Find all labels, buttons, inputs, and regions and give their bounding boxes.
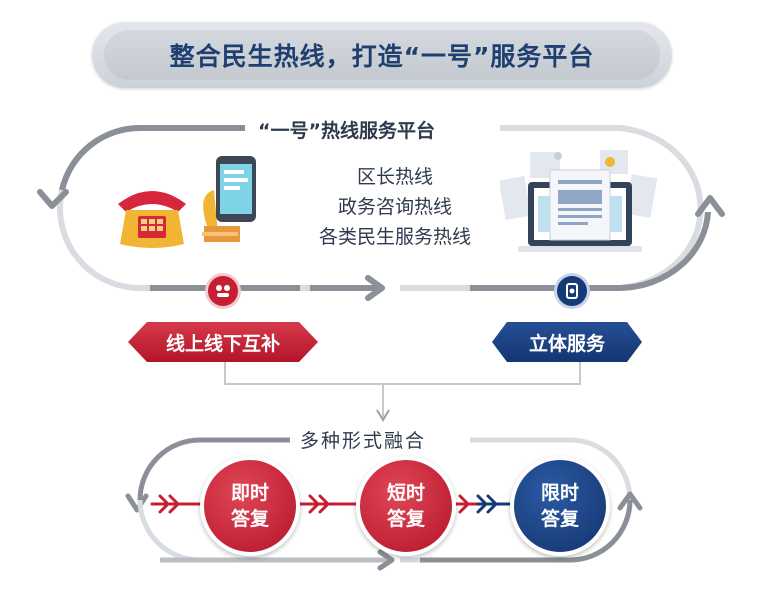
hotline-item: 区长热线: [356, 166, 433, 188]
page-title: 整合民生热线，打造“一号”服务平台: [104, 30, 660, 80]
online-offline-tag: 线上线下互补: [128, 322, 318, 362]
mobile-phone-icon: [200, 154, 264, 250]
fusion-label: 多种形式融合: [290, 426, 437, 453]
network-badge-icon: [208, 276, 238, 306]
stereo-service-tag: 立体服务: [492, 322, 642, 362]
response-circle-immediate: 即时 答复: [200, 456, 300, 556]
hotline-item: 各类民生服务热线: [318, 226, 471, 248]
telephone-icon: [112, 182, 192, 254]
response-circle-short: 短时 答复: [356, 456, 456, 556]
hotline-list: 区长热线 政务咨询热线 各类民生服务热线: [295, 162, 495, 252]
documents-screen-icon: [498, 148, 660, 262]
service-badge-icon: [557, 276, 587, 306]
platform-label: “一号”热线服务平台: [250, 116, 443, 143]
response-line1: 限时: [540, 482, 579, 504]
response-line1: 短时: [386, 482, 425, 504]
response-line1: 即时: [230, 482, 269, 504]
title-banner: 整合民生热线，打造“一号”服务平台: [92, 22, 672, 88]
hotline-item: 政务咨询热线: [337, 196, 452, 218]
response-circle-limited: 限时 答复: [510, 456, 610, 556]
upper-loop-right: [400, 125, 704, 291]
response-line2: 答复: [540, 508, 579, 530]
response-line2: 答复: [386, 508, 425, 530]
response-line2: 答复: [230, 508, 269, 530]
